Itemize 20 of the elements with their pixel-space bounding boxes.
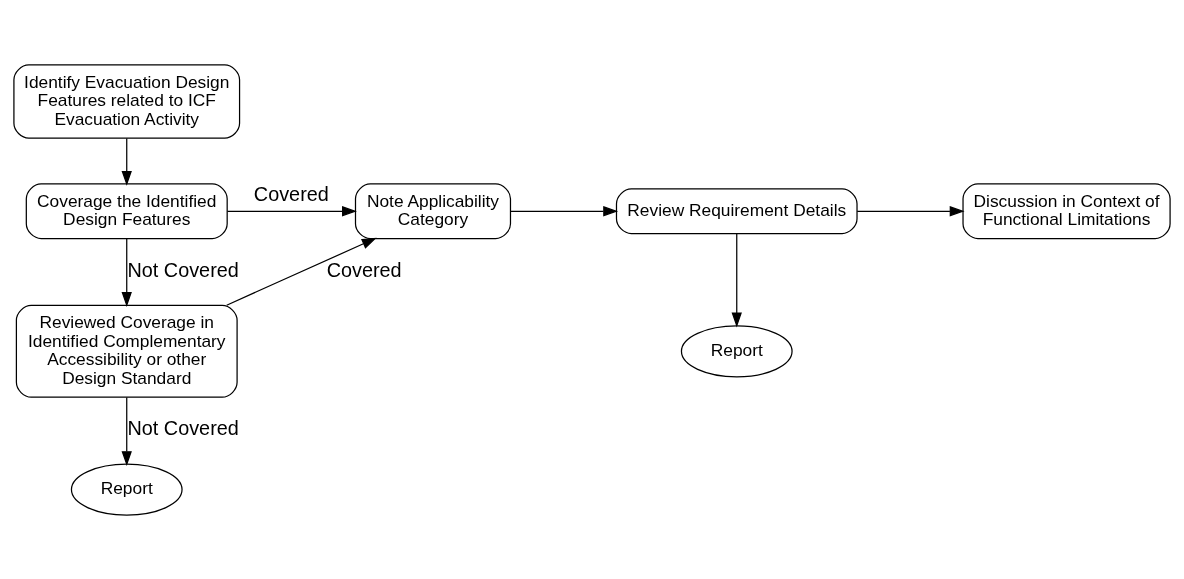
arrow (121, 396, 132, 466)
node-box: Identify Evacuation Design Features related to ICF Evacuation Activity (13, 63, 241, 139)
node-ellipse: Report (70, 463, 183, 516)
node-box: Note Applicability Category (354, 182, 512, 239)
edge-label: Not Covered (127, 416, 239, 439)
arrow (510, 205, 619, 216)
arrow (731, 232, 742, 327)
arrow (226, 205, 357, 216)
node-ellipse: Report (680, 324, 793, 377)
arrow (856, 205, 965, 216)
arrow (121, 237, 132, 307)
edge-label: Covered (253, 182, 329, 205)
node-box: Coverage the Identified Design Features (25, 182, 228, 239)
edge-label: Not Covered (127, 258, 239, 281)
node-box: Discussion in Context of Functional Limitations (962, 182, 1171, 239)
edge-label: Covered (326, 258, 402, 281)
arrow (226, 237, 377, 306)
node-box: Reviewed Coverage in Identified Complementary Accessibility or other Design Standard (15, 304, 238, 398)
arrow (121, 137, 132, 186)
node-box: Review Requirement Details (615, 187, 858, 234)
